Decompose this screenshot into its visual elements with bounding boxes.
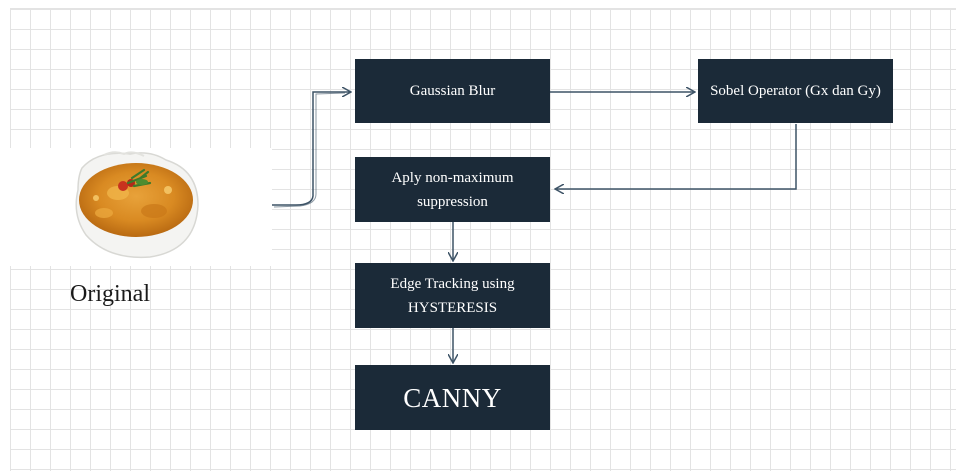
node-non-maximum-suppression-label: Aply non-maximum suppression <box>391 169 514 210</box>
node-sobel-operator: Sobel Operator (Gx dan Gy) <box>698 59 893 123</box>
node-canny-label: CANNY <box>403 382 502 413</box>
original-label: Original <box>70 281 150 307</box>
node-sobel-operator-label: Sobel Operator (Gx dan Gy) <box>710 83 881 99</box>
node-hysteresis: Edge Tracking using HYSTERESIS <box>355 263 550 328</box>
connector-image-to-gaussian <box>272 92 350 208</box>
connector-sobel-to-nms <box>556 124 797 189</box>
node-canny: CANNY <box>355 365 550 430</box>
node-hysteresis-label: Edge Tracking using HYSTERESIS <box>390 275 515 316</box>
node-gaussian-blur-label: Gaussian Blur <box>409 83 496 99</box>
food-bowl-image <box>75 151 199 259</box>
node-non-maximum-suppression: Aply non-maximum suppression <box>355 157 550 222</box>
node-gaussian-blur: Gaussian Blur <box>355 59 550 123</box>
